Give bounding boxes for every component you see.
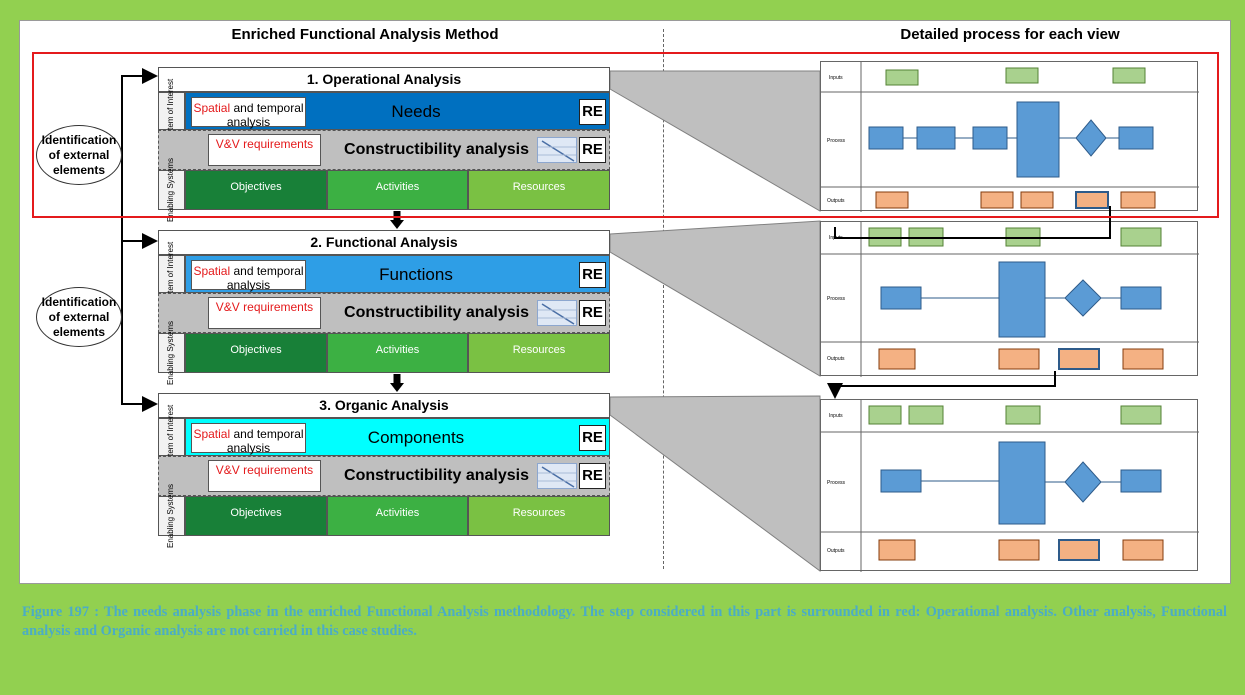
functions-band: Spatial and temporal analysis Functions … <box>185 255 610 293</box>
band-label: Functions <box>379 265 453 284</box>
phase-title: 3. Organic Analysis <box>158 393 610 418</box>
spatial-temporal-box: Spatial and temporal analysis <box>191 97 306 129</box>
constructibility-band: V&V requirements Constructibility analys… <box>158 130 610 170</box>
enabling-activities: Activities <box>327 170 468 210</box>
enabling-activities: Activities <box>327 496 468 536</box>
svg-text:Inputs: Inputs <box>829 413 843 419</box>
divider-line <box>663 29 664 569</box>
enabling-resources: Resources <box>468 496 610 536</box>
constructibility-label: Constructibility analysis <box>344 467 529 484</box>
phase-title: 1. Operational Analysis <box>158 67 610 92</box>
svg-text:Inputs: Inputs <box>829 75 843 81</box>
spatial-temporal-box: Spatial and temporal analysis <box>191 260 306 292</box>
svg-text:Outputs: Outputs <box>827 548 845 554</box>
detail-connectors <box>827 206 1111 399</box>
spatial-temporal-box: Spatial and temporal analysis <box>191 423 306 455</box>
enabling-label: Enabling Systems <box>158 484 185 548</box>
table-thumbnail-icon <box>537 300 577 326</box>
process-diagram-organic: Inputs Process Outputs <box>821 400 1199 572</box>
table-thumbnail-icon <box>537 137 577 163</box>
band-label: Needs <box>391 102 441 121</box>
left-heading: Enriched Functional Analysis Method <box>231 26 499 43</box>
band-label: Components <box>367 428 465 447</box>
enabling-resources: Resources <box>468 333 610 373</box>
enabling-label: Enabling Systems <box>158 158 185 222</box>
phase-title: 2. Functional Analysis <box>158 230 610 255</box>
constructibility-band: V&V requirements Constructibility analys… <box>158 456 610 496</box>
enabling-objectives: Objectives <box>185 496 327 536</box>
connector-layer <box>121 68 821 572</box>
svg-text:Outputs: Outputs <box>827 356 845 362</box>
table-thumbnail-icon <box>537 463 577 489</box>
re-box: RE <box>579 262 606 288</box>
enabling-label: Enabling Systems <box>158 321 185 385</box>
soi-label: System of Interest <box>158 79 185 143</box>
soi-label: System of Interest <box>158 242 185 306</box>
components-band: Spatial and temporal analysis Components… <box>185 418 610 456</box>
process-detail-3: Inputs Process Outputs <box>820 399 1199 572</box>
constructibility-label: Constructibility analysis <box>344 304 529 321</box>
constructibility-band: V&V requirements Constructibility analys… <box>158 293 610 333</box>
re-box: RE <box>579 425 606 451</box>
svg-text:Process: Process <box>827 480 846 486</box>
connector-to-phase3 <box>121 326 158 412</box>
enabling-resources: Resources <box>468 170 610 210</box>
zoom-triangle-2 <box>609 220 821 377</box>
re-box: RE <box>579 463 606 489</box>
zoom-triangle-1 <box>609 70 821 212</box>
needs-band: Spatial and temporal analysis Needs RE <box>185 92 610 130</box>
re-box: RE <box>579 300 606 326</box>
enabling-activities: Activities <box>327 333 468 373</box>
right-heading: Detailed process for each view <box>900 26 1120 43</box>
vv-box: V&V requirements <box>208 134 321 166</box>
diagram-canvas: Enriched Functional Analysis Method Deta… <box>19 20 1231 584</box>
enabling-objectives: Objectives <box>185 333 327 373</box>
svg-text:Process: Process <box>827 138 846 144</box>
vv-box: V&V requirements <box>208 460 321 492</box>
vv-box: V&V requirements <box>208 297 321 329</box>
re-box: RE <box>579 137 606 163</box>
highlight-operational-analysis <box>32 52 1219 218</box>
phase-functional-analysis: 2. Functional Analysis System of Interes… <box>158 230 610 385</box>
constructibility-label: Constructibility analysis <box>344 141 529 158</box>
connector-to-phase1 <box>121 68 158 171</box>
re-box: RE <box>579 99 606 125</box>
process-diagram-operational: Inputs Process Outputs <box>821 62 1199 212</box>
soi-label: System of Interest <box>158 405 185 469</box>
phase-organic-analysis: 3. Organic Analysis System of Interest S… <box>158 393 610 548</box>
zoom-triangle-3 <box>609 395 821 572</box>
figure-caption: Figure 197 : The needs analysis phase in… <box>22 604 1227 639</box>
svg-text:Process: Process <box>827 296 846 302</box>
svg-text:Outputs: Outputs <box>827 198 845 204</box>
enabling-objectives: Objectives <box>185 170 327 210</box>
phase-operational-analysis: 1. Operational Analysis System of Intere… <box>158 67 610 222</box>
process-detail-1: Inputs Process Outputs <box>820 61 1199 212</box>
